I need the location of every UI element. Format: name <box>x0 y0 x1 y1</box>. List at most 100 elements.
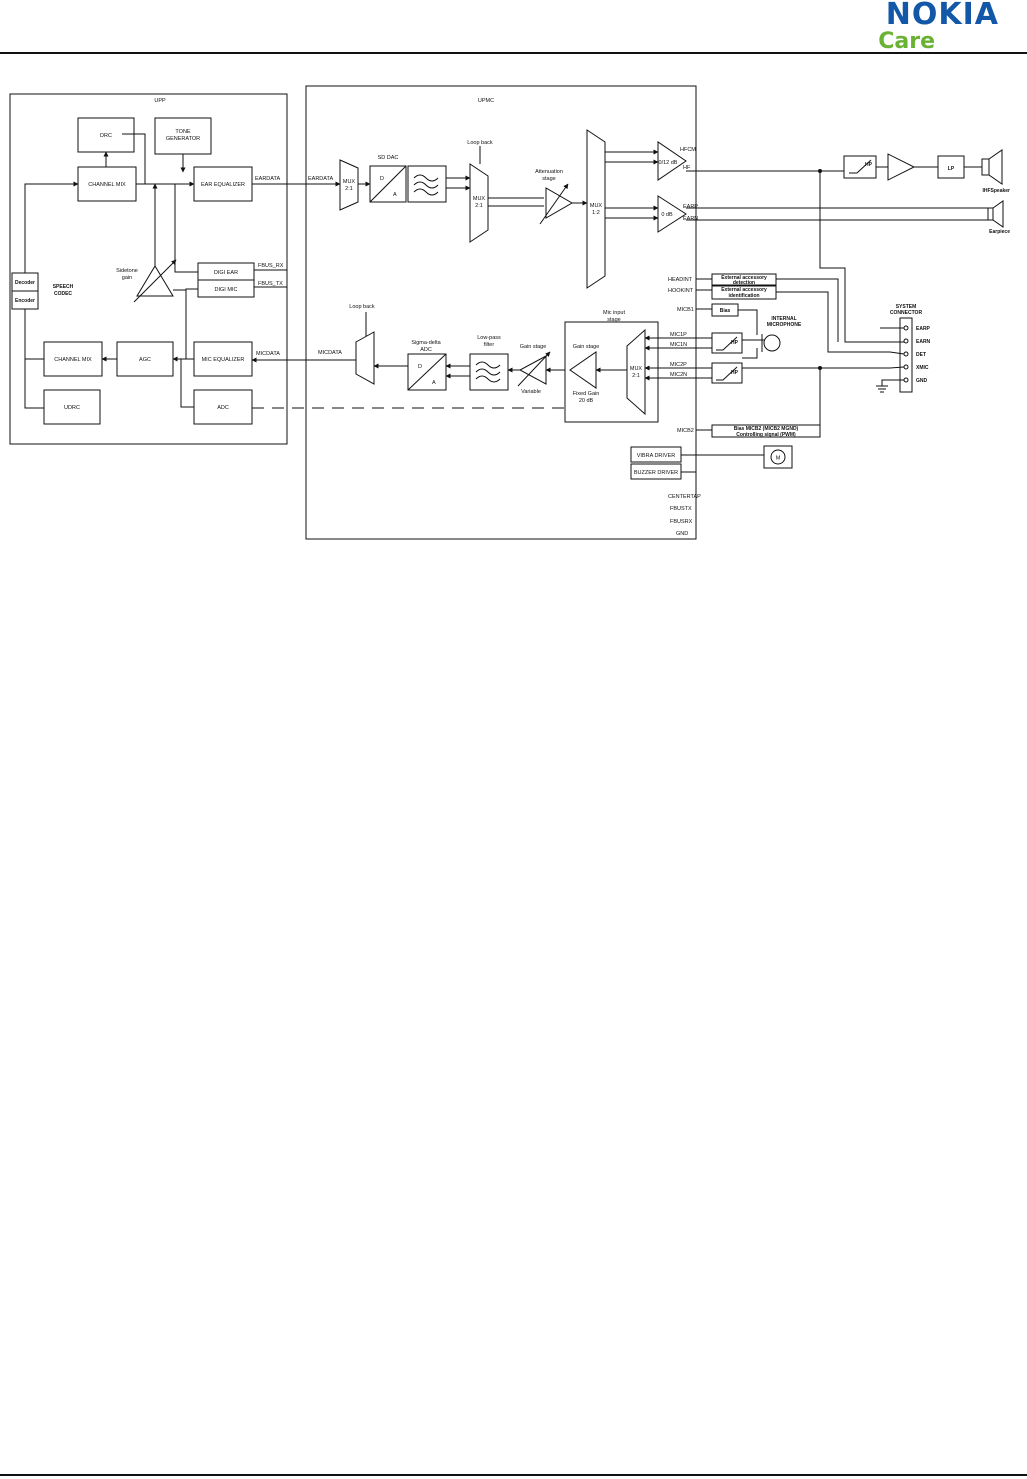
internal-mic-label-1: INTERNAL <box>771 316 796 322</box>
tone-generator-box <box>154 117 212 155</box>
ear-amp <box>657 195 687 233</box>
attenuation-amp <box>545 187 574 219</box>
internal-microphone-icon <box>763 334 781 352</box>
pin-mic1p-label: MIC1P <box>670 332 687 338</box>
wire-digi-ear-branch <box>174 184 198 273</box>
mux-mic <box>626 328 646 416</box>
wire-pin-3 <box>889 351 905 355</box>
hf-label: HF <box>683 165 691 171</box>
mux-mid-label-2: 2:1 <box>475 203 483 209</box>
ihf-speaker-icon <box>988 149 1003 185</box>
wire-encoder-udrc <box>24 309 44 409</box>
decoder-label: Decoder <box>15 280 35 286</box>
wire-mic-sidetone <box>173 289 187 359</box>
loop-back-bottom-label: Loop back <box>349 304 375 310</box>
pin-fbusrx-label: FBUSRX <box>670 519 693 525</box>
speech-codec-label-1: SPEECH <box>53 284 74 290</box>
bias-micb2-box <box>711 424 821 438</box>
mux-in <box>339 159 359 211</box>
earpiece-body <box>987 207 994 221</box>
ihf-speaker-label: IHFSpeaker <box>982 188 1010 194</box>
variable-label: Variable <box>521 389 541 395</box>
pin-gnd-label: GND <box>676 531 688 537</box>
earpiece-label: Earpiece <box>989 229 1010 235</box>
lp-filter-wave-icon <box>475 361 501 383</box>
agc-label: AGC <box>139 357 151 363</box>
pin-micb2-label: MICB2 <box>677 428 694 434</box>
wire-mic-ground <box>742 348 758 359</box>
header-rule <box>0 52 1027 54</box>
nokia-care-logo: NOKIA Care <box>878 0 999 54</box>
mux-out-label-2: 1:2 <box>592 210 600 216</box>
wire-decoder-mix <box>24 181 79 273</box>
encoder-label: Encoder <box>15 298 35 304</box>
connector-earn-label: EARN <box>916 339 931 345</box>
lp-filter-label-1: Low-pass <box>477 335 501 341</box>
wire-adc-branch <box>180 359 194 408</box>
connector-det-label: DET <box>916 352 926 358</box>
wire-id-connector <box>776 291 890 353</box>
upmc-title: UPMC <box>478 98 494 104</box>
connector-earp-label: EARP <box>916 326 931 332</box>
dac-d-label: D <box>380 176 384 182</box>
variable-gain-arrow <box>517 351 551 387</box>
mic2-hp-label: HP <box>731 370 739 376</box>
connector-pin-2 <box>903 338 909 344</box>
motor-label: M <box>776 456 781 462</box>
internal-mic-label-2: MICROPHONE <box>767 322 802 328</box>
sd-dac-label: SD DAC <box>378 155 399 161</box>
wire-detection-connector <box>776 278 839 342</box>
micdata-in-label: MICDATA <box>256 351 280 357</box>
udrc-label: UDRC <box>64 405 80 411</box>
mic-input-label-1: Mic input <box>603 310 625 316</box>
bias-control-label: Bias MICB2 (MICB2 MGND) <box>734 426 799 432</box>
nokia-logo-text: NOKIA <box>885 0 999 32</box>
ihf-speaker-body <box>981 158 990 176</box>
sidetone-label-1: Sidetone <box>116 268 138 274</box>
sd-adc-diagonal <box>407 353 447 391</box>
adc-label: ADC <box>217 405 229 411</box>
digi-mic-label: DIGI MIC <box>215 287 238 293</box>
mux-mic-label-2: 2:1 <box>632 373 640 379</box>
channel-mix-bottom-box <box>43 341 103 377</box>
system-connector-label-2: CONNECTOR <box>890 310 923 316</box>
sidetone-label-2: gain <box>122 275 132 281</box>
mic-equalizer-label: MIC EQUALIZER <box>202 357 245 363</box>
connector-gnd-label: GND <box>916 378 928 384</box>
channel-mix-bottom-label: CHANNEL MIX <box>54 357 92 363</box>
gain-stage-var-label: Gain stage <box>520 344 547 350</box>
fbus-tx-label: FBUS_TX <box>258 281 283 287</box>
dac-filter-box <box>407 165 447 203</box>
dac-filter-wave-icon <box>413 174 439 196</box>
wire-drc-loop <box>122 133 146 184</box>
hp-filter-icon <box>849 159 872 174</box>
sd-adc-label-2: ADC <box>420 347 432 353</box>
vibra-driver-label: VIBRA DRIVER <box>637 453 676 459</box>
earpiece-icon <box>992 200 1004 228</box>
footer-rule <box>0 1474 1027 1476</box>
eardata-out-label: EARDATA <box>255 176 280 182</box>
mic2-hp-box <box>711 362 743 384</box>
attenuation-label-2: stage <box>542 176 555 182</box>
micdata-out-label: MICDATA <box>318 350 342 356</box>
sd-adc-label-1: Sigma-delta <box>411 340 441 346</box>
lp-filter-box <box>469 353 509 391</box>
connector-pin-1 <box>903 325 909 331</box>
ear-equalizer-label: EAR EQUALIZER <box>201 182 245 188</box>
upmc-frame <box>305 85 697 540</box>
eardata-in-label: EARDATA <box>308 176 333 182</box>
audio-block-diagram: UPP DRC TONE GENERATOR CHANNEL MIX EAR E… <box>9 85 1010 540</box>
pin-mic2p-label: MIC2P <box>670 362 687 368</box>
mux-out <box>586 129 606 289</box>
mux-in-label-1: MUX <box>343 179 356 185</box>
pin-headint-label: HEADINT <box>668 277 693 283</box>
tone-generator-label-2: GENERATOR <box>166 136 200 142</box>
fixed-gain-label-2: 20 dB <box>579 398 594 404</box>
mux-mic-label-1: MUX <box>630 366 643 372</box>
ext-accessory-1-label: External accessory <box>721 275 767 281</box>
hf-gain-label: 0/12 dB <box>659 160 678 166</box>
gain-stage-fixed-label: Gain stage <box>573 344 600 350</box>
hf-amp <box>657 141 687 181</box>
motor-icon <box>770 449 786 465</box>
controlling-signal-label: Controlling signal (PWM) <box>736 432 796 438</box>
